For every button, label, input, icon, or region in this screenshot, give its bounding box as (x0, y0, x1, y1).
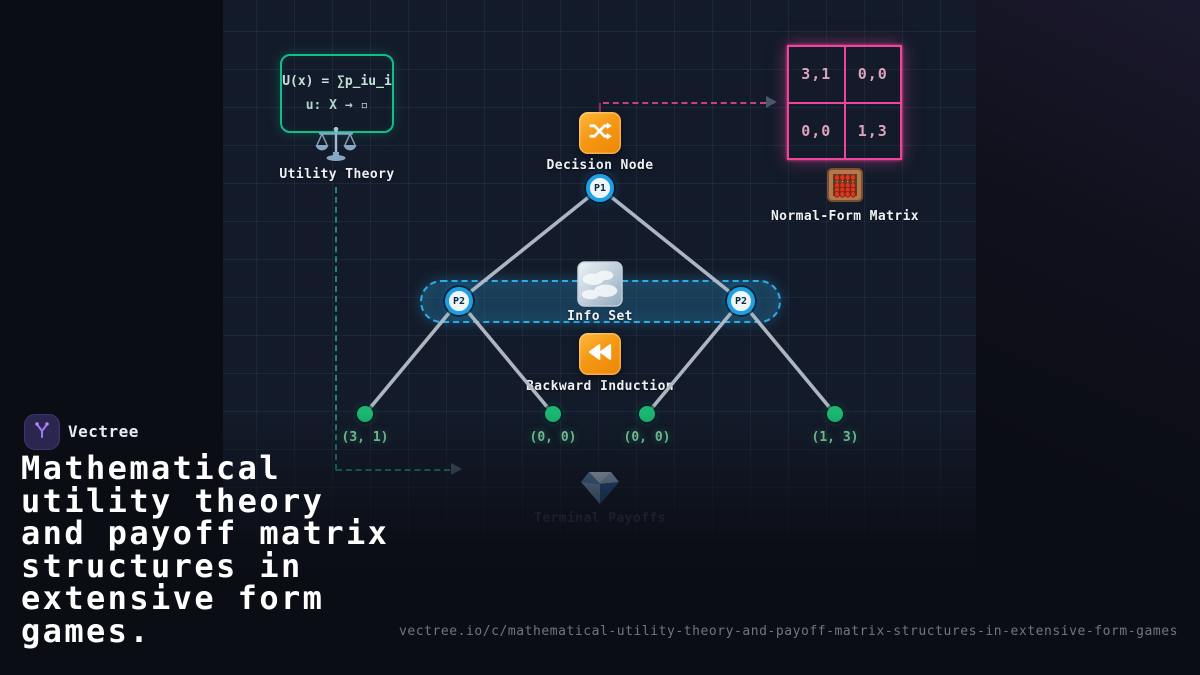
matrix-cell: 0,0 (844, 46, 901, 103)
decision-node-label: Decision Node (546, 158, 654, 173)
footer-url: vectree.io/c/mathematical-utility-theory… (398, 624, 1178, 639)
player2-node-left: P2 (445, 287, 473, 315)
page-title: Mathematical utility theory and payoff m… (21, 449, 390, 650)
shuffle-icon (587, 118, 613, 148)
abacus-icon (826, 166, 864, 208)
branching-tree-icon (32, 420, 52, 444)
payoff-value: (0, 0) (623, 430, 671, 445)
normal-form-matrix-label: Normal-Form Matrix (770, 209, 920, 224)
pink-flow-line-vertical (599, 103, 601, 113)
brand-name: Vectree (68, 422, 139, 441)
payoff-value: (1, 3) (811, 430, 859, 445)
pink-flow-line-horizontal (603, 102, 766, 104)
game-tree-edges (363, 186, 837, 416)
player1-node: P1 (586, 174, 614, 202)
terminal-node (357, 406, 373, 422)
balance-scale-icon (314, 126, 358, 168)
player2-label: P2 (734, 295, 748, 307)
backward-induction-label: Backward Induction (525, 379, 675, 394)
background-accent-gradient (940, 0, 1200, 675)
matrix-cell: 3,1 (788, 46, 845, 103)
utility-theory-label: Utility Theory (279, 167, 395, 182)
matrix-cell: 0,0 (788, 102, 845, 159)
backward-induction-tile (579, 333, 621, 375)
green-flow-line-vertical (335, 187, 337, 470)
gem-icon (578, 467, 622, 511)
terminal-node (639, 406, 655, 422)
vectree-logo (24, 414, 60, 450)
player1-label: P1 (593, 182, 607, 194)
info-set-label: Info Set (567, 309, 633, 324)
payoff-value: (3, 1) (341, 430, 389, 445)
terminal-node (545, 406, 561, 422)
fog-icon (577, 261, 623, 311)
terminal-node (827, 406, 843, 422)
normal-form-matrix: 3,1 0,0 0,0 1,3 (787, 45, 902, 160)
decision-node-tile (579, 112, 621, 154)
utility-formula: U(x) = ∑p_iu_i (282, 74, 392, 89)
rewind-icon (587, 339, 613, 369)
utility-mapping: u: X → ▫ (305, 98, 369, 113)
matrix-cell: 1,3 (844, 102, 901, 159)
player2-node-right: P2 (727, 287, 755, 315)
pink-flow-arrowhead-icon (766, 96, 777, 108)
player2-label: P2 (452, 295, 466, 307)
